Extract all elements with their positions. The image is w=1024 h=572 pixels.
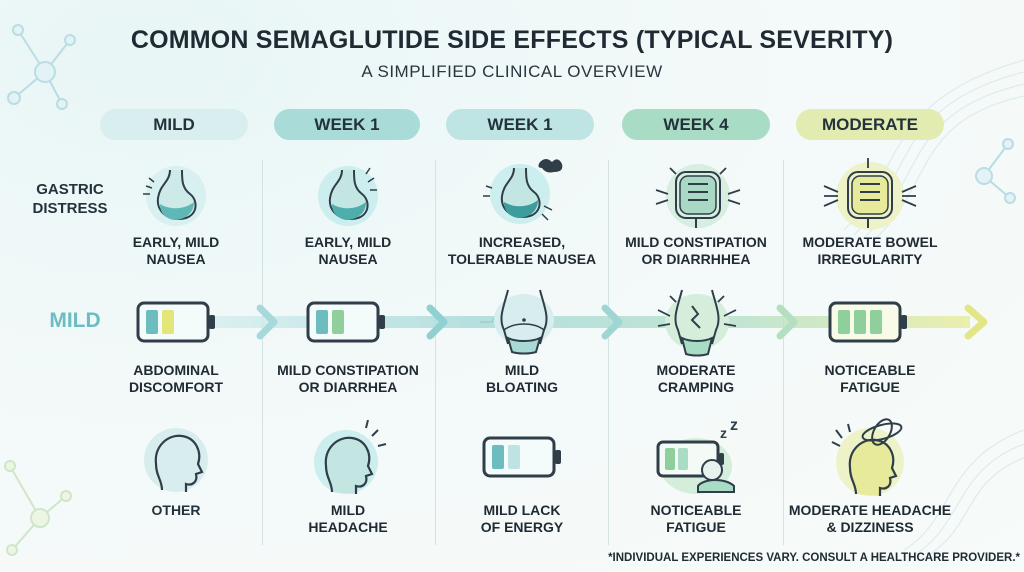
caption-moderate-headache-dizziness: MODERATE HEADACHE & DIZZINESS	[788, 502, 952, 535]
column-divider	[608, 160, 609, 545]
battery-icon	[136, 301, 215, 343]
head-dizzy-icon	[831, 418, 904, 496]
severity-progression-arrow	[210, 304, 988, 340]
header-week-4: WEEK 4	[622, 109, 770, 140]
battery-icon	[306, 301, 385, 343]
torso-cramping-icon	[657, 289, 737, 357]
caption-mild-bloating: MILD BLOATING	[485, 362, 559, 395]
head-icon	[144, 428, 208, 492]
molecule-decoration-right	[975, 138, 1016, 204]
caption-mild-constipation-or-diarrhea: MILD CONSTIPATION OR DIARRHEA	[277, 362, 419, 395]
caption-moderate-bowel-irregularity: MODERATE BOWEL IRREGULARITY	[802, 234, 938, 267]
caption-mild-lack-of-energy: MILD LACK OF ENERGY	[480, 502, 564, 535]
sleeping-battery-icon: z z	[656, 417, 738, 494]
disclaimer-footnote: *INDIVIDUAL EXPERIENCES VARY. CONSULT A …	[608, 552, 1020, 564]
caption-abdominal-discomfort: ABDOMINAL DISCOMFORT	[128, 362, 224, 395]
header-moderate: MODERATE	[796, 109, 944, 140]
battery-low-icon	[482, 436, 561, 478]
caption-mild-headache: MILD HEADACHE	[308, 502, 388, 535]
molecule-decoration-bottom-left	[4, 460, 72, 556]
caption-noticeable-fatigue: NOTICEABLE FATIGUE	[824, 362, 916, 395]
column-divider	[262, 160, 263, 545]
svg-text:z: z	[730, 417, 738, 434]
stomach-distress-icon	[483, 159, 563, 224]
header-week-1-b: WEEK 1	[446, 109, 594, 140]
row-label-gastric-distress: GASTRIC DISTRESS	[32, 181, 108, 217]
torso-bloating-icon	[494, 289, 554, 355]
caption-early-mild-nausea: EARLY, MILD NAUSEA	[132, 234, 220, 267]
column-divider	[783, 160, 784, 545]
intestines-icon	[655, 164, 741, 228]
caption-early-mild-nausea: EARLY, MILD NAUSEA	[304, 234, 392, 267]
battery-icon	[828, 301, 907, 343]
caption-moderate-cramping: MODERATE CRAMPING	[656, 362, 736, 395]
header-mild: MILD	[100, 109, 248, 140]
head-ache-icon	[314, 420, 387, 494]
wave-lines-decoration-bottom	[904, 429, 1024, 559]
stomach-icon	[318, 166, 378, 226]
page-subtitle: A SIMPLIFIED CLINICAL OVERVIEW	[361, 62, 663, 81]
caption-noticeable-fatigue: NOTICEABLE FATIGUE	[650, 502, 742, 535]
svg-text:z: z	[720, 425, 727, 441]
caption-mild-constipation-or-diarrhhea: MILD CONSTIPATION OR DIARRHHEA	[625, 234, 767, 267]
row-label-mild: MILD	[49, 309, 101, 332]
header-week-1-a: WEEK 1	[274, 109, 420, 140]
column-divider	[435, 160, 436, 545]
molecule-decoration-top-left	[7, 24, 76, 110]
caption-increased-tolerable-nausea: INCREASED, TOLERABLE NAUSEA	[447, 234, 597, 267]
row-label-other: OTHER	[151, 502, 201, 518]
stomach-icon	[143, 166, 206, 226]
page-title: COMMON SEMAGLUTIDE SIDE EFFECTS (TYPICAL…	[130, 26, 894, 54]
intestines-icon	[823, 158, 917, 230]
